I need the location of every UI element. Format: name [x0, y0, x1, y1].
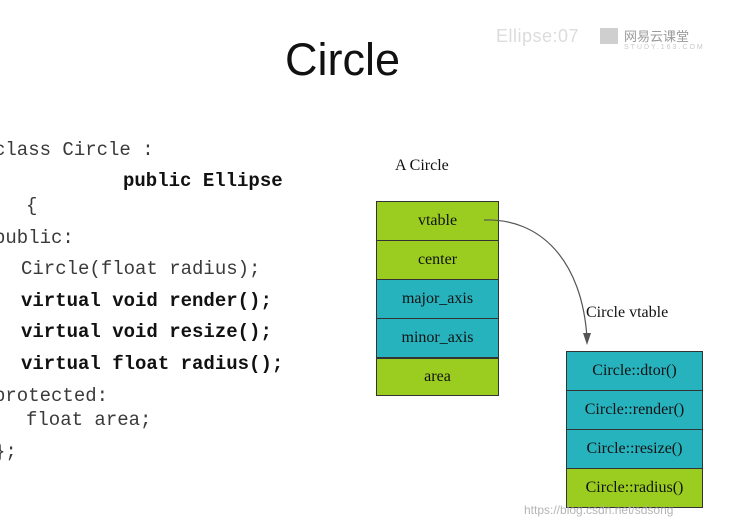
object-label: A Circle	[395, 157, 449, 174]
brand-subtitle: STUDY.163.COM	[624, 44, 705, 51]
code-line-close-brace: };	[0, 441, 17, 463]
code-line-open-brace: {	[26, 195, 38, 217]
code-block: class Circle : public Ellipse { public: …	[0, 0, 283, 463]
source-url: https://blog.csdn.net/sdsong	[524, 503, 674, 517]
vtable-label: Circle vtable	[586, 304, 669, 321]
brand-name: 网易云课堂	[624, 30, 690, 45]
code-line-base: public Ellipse	[123, 170, 283, 192]
vtable-entry-radius: Circle::radius()	[566, 468, 703, 508]
field-area: area	[376, 358, 499, 396]
code-line-resize: virtual void resize();	[21, 321, 272, 343]
pointer-curve	[483, 219, 588, 339]
brand-watermark: 网易云课堂	[600, 26, 689, 45]
code-line-area: float area;	[26, 409, 152, 431]
code-line-ctor: Circle(float radius);	[21, 258, 261, 280]
code-line-protected: protected:	[0, 385, 109, 407]
field-vtable: vtable	[376, 201, 499, 241]
vtable-entry-dtor: Circle::dtor()	[566, 351, 703, 391]
field-major-axis: major_axis	[376, 279, 499, 319]
arrowhead	[583, 333, 591, 345]
brand-logo-icon	[600, 27, 618, 44]
code-line-class-decl: class Circle :	[0, 139, 154, 161]
code-line-render: virtual void render();	[21, 290, 272, 312]
vtable-entry-render: Circle::render()	[566, 390, 703, 430]
watermark-text: Ellipse:07	[496, 26, 580, 46]
field-minor-axis: minor_axis	[376, 318, 499, 358]
code-line-radius: virtual float radius();	[21, 353, 284, 375]
vtable-entry-resize: Circle::resize()	[566, 429, 703, 469]
code-line-public: public:	[0, 227, 74, 249]
field-center: center	[376, 240, 499, 280]
slide-title: Circle	[284, 34, 400, 85]
